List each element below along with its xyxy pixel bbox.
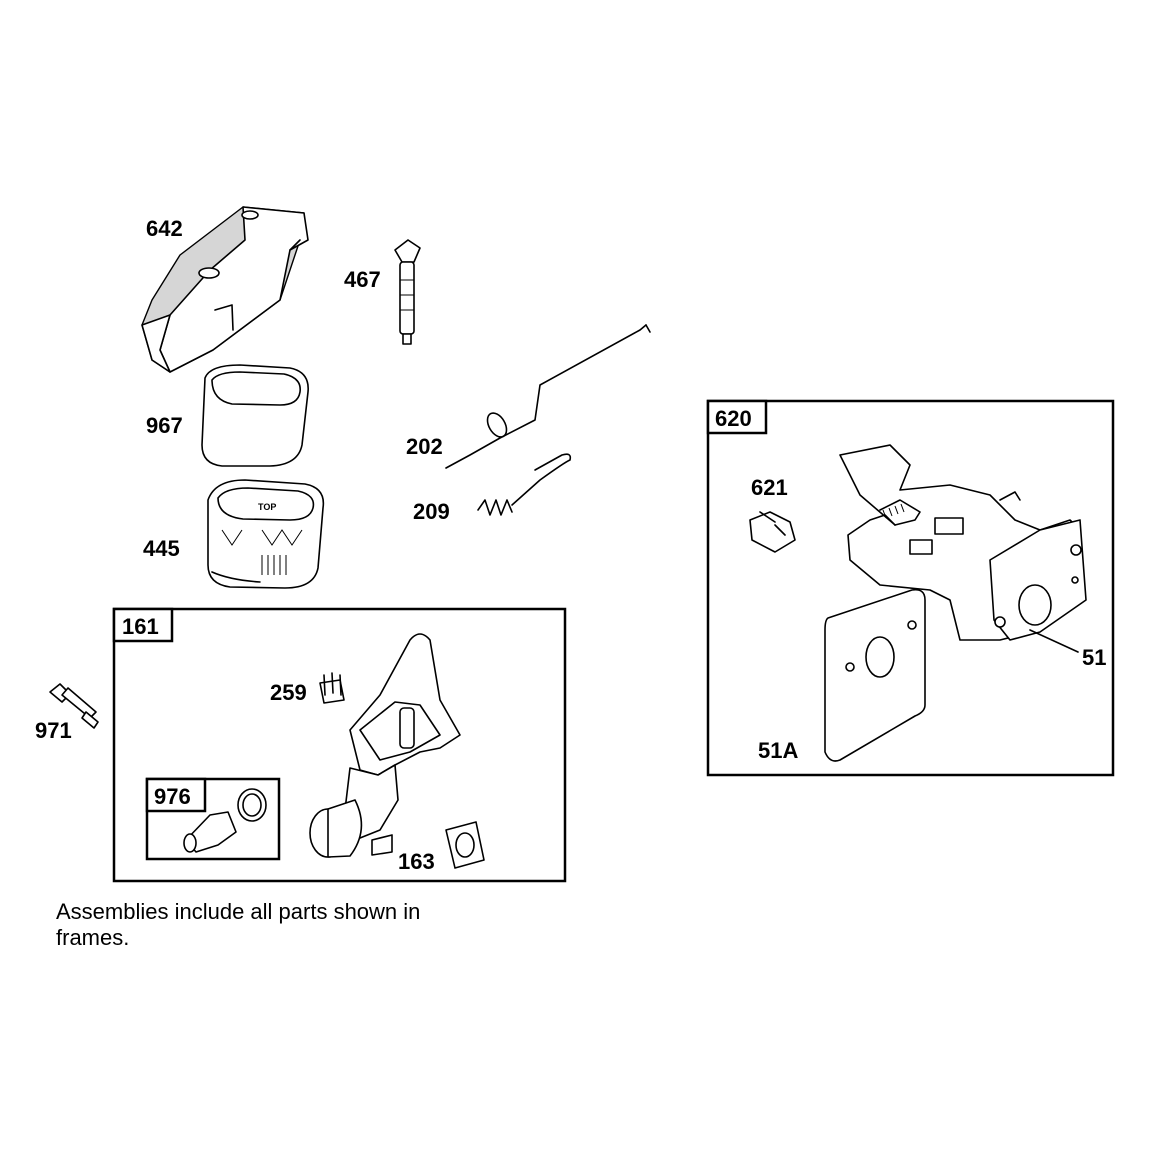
part-label-967: 967 bbox=[146, 413, 183, 438]
part-label-259: 259 bbox=[270, 680, 307, 705]
part-label-51: 51 bbox=[1082, 645, 1106, 670]
frame-label-161: 161 bbox=[122, 614, 159, 639]
lever-clip-drawing bbox=[749, 511, 796, 553]
frame-620 bbox=[706, 399, 1115, 777]
filter-marking: TOP bbox=[258, 502, 276, 512]
pre-cleaner-drawing bbox=[201, 364, 309, 467]
control-bracket-drawing bbox=[839, 444, 1087, 641]
frame-label-976: 976 bbox=[154, 784, 191, 809]
governor-link-drawing bbox=[445, 324, 651, 469]
bolt-drawing bbox=[49, 683, 99, 729]
part-label-467: 467 bbox=[344, 267, 381, 292]
mounting-plate-drawing bbox=[824, 588, 926, 762]
gasket-drawing bbox=[445, 821, 485, 869]
adapter-kit-drawing bbox=[183, 788, 267, 853]
air-cleaner-cover-drawing bbox=[141, 206, 309, 373]
dipstick-drawing bbox=[394, 239, 421, 345]
governor-spring-drawing bbox=[477, 453, 572, 516]
part-label-971: 971 bbox=[35, 718, 72, 743]
air-cleaner-base-drawing bbox=[309, 633, 461, 858]
assembly-note: Assemblies include all parts shown in fr… bbox=[56, 899, 421, 950]
part-label-202: 202 bbox=[406, 434, 443, 459]
frame-161 bbox=[112, 607, 567, 883]
part-label-642: 642 bbox=[146, 216, 183, 241]
clip-drawing bbox=[319, 672, 345, 704]
leader-line-51 bbox=[1029, 629, 1079, 653]
frame-976 bbox=[145, 777, 281, 861]
part-label-621: 621 bbox=[751, 475, 788, 500]
part-label-445: 445 bbox=[143, 536, 180, 561]
frame-label-620: 620 bbox=[715, 406, 752, 431]
part-label-51a: 51A bbox=[758, 738, 798, 763]
part-label-209: 209 bbox=[413, 499, 450, 524]
part-label-163: 163 bbox=[398, 849, 435, 874]
air-filter-drawing: TOP bbox=[207, 479, 325, 589]
